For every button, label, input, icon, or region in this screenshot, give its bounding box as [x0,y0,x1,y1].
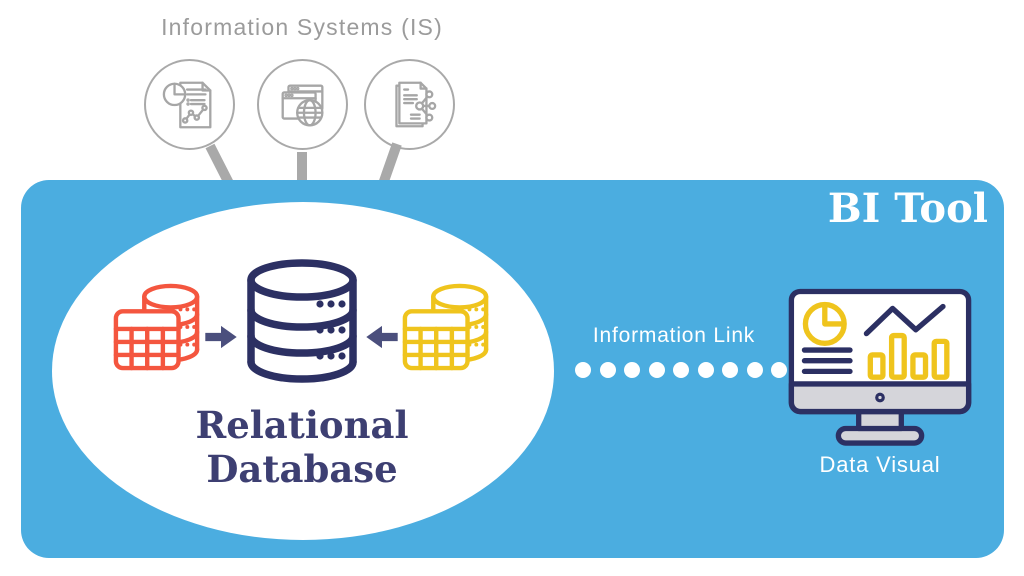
relational-database-ellipse [52,202,554,540]
link-dot [697,362,714,378]
link-dot [722,362,738,378]
database-cylinder-icon [247,259,357,385]
link-dot [624,362,640,378]
information-systems-title: Information Systems (IS) [161,14,443,40]
link-dot [771,362,787,378]
relational-database-line1: Relational [195,403,409,447]
data-visual-label: Data Visual [819,452,941,477]
link-dot [575,362,591,378]
shared-documents-icon [381,76,439,134]
is-source-report [144,59,235,150]
yellow-table-database-icon [401,280,491,372]
is-source-web [257,59,348,150]
monitor-dashboard-icon [788,288,972,447]
link-dot [746,362,763,378]
bi-tool-title: BI Tool [827,185,988,232]
arrow-right-icon [205,325,237,349]
information-link-dots [575,362,787,378]
relational-database-label: Relational Database [102,403,502,492]
arrow-left-icon [366,325,398,349]
web-browser-globe-icon [274,76,332,134]
link-dot [648,362,665,378]
is-source-shared-docs [364,59,455,150]
link-dot [673,362,689,378]
report-chart-document-icon [161,76,219,134]
relational-database-line2: Database [206,447,398,492]
information-link-label: Information Link [592,324,756,347]
red-table-database-icon [112,280,202,372]
link-dot [599,362,616,378]
